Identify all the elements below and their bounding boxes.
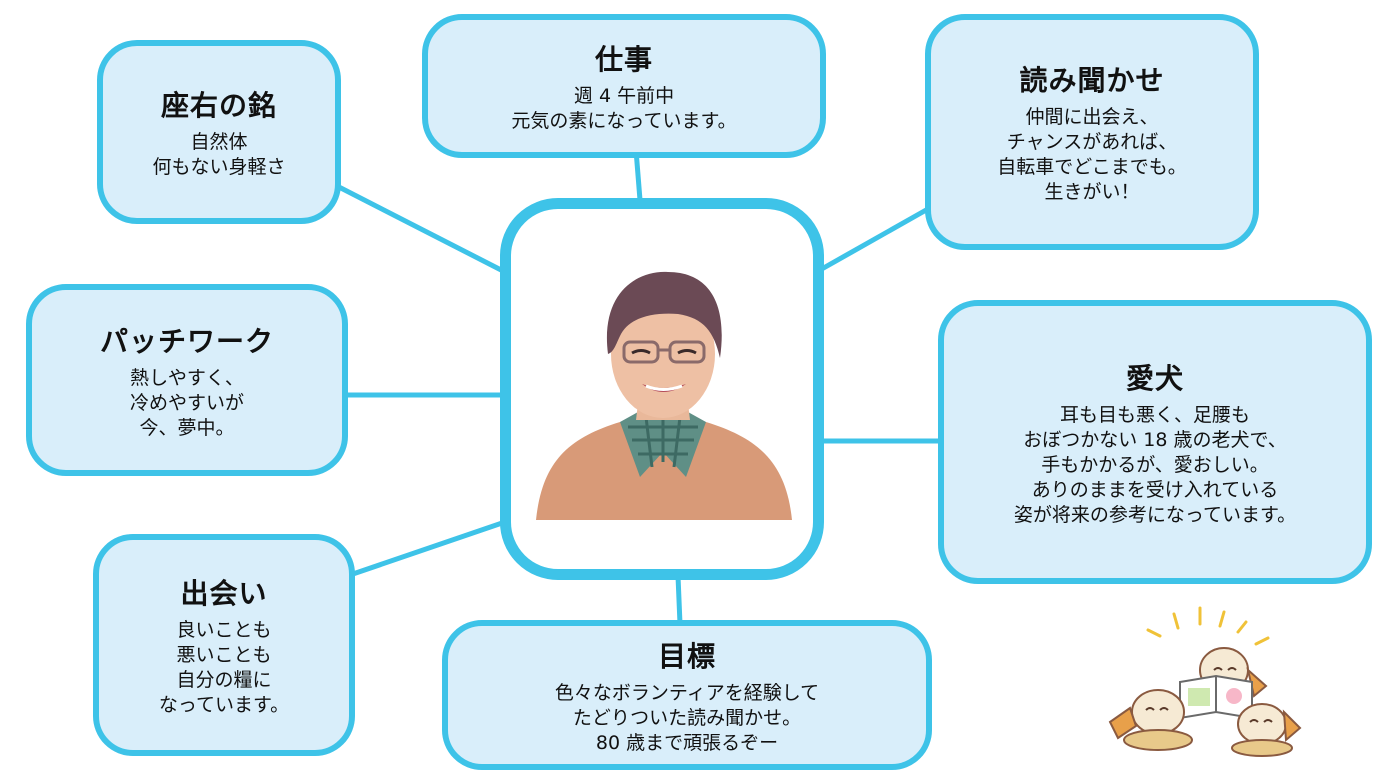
node-dog-line: 耳も目も悪く、足腰も [1059, 403, 1250, 426]
node-patchwork-line: 今、夢中。 [139, 416, 235, 439]
node-reading-title: 読み聞かせ [1019, 64, 1165, 97]
node-meeting-line: 悪いことも [176, 644, 272, 666]
node-patchwork: パッチワーク 熱しやすく、 冷めやすいが 今、夢中。 [26, 284, 348, 476]
node-reading-line: 仲間に出会え、 [1025, 106, 1159, 128]
node-goal-title: 目標 [657, 639, 716, 673]
node-dog-title: 愛犬 [1125, 361, 1184, 395]
node-dog-line: おぼつかない 18 歳の老犬で、 [1023, 428, 1287, 451]
connector-reading [818, 202, 937, 273]
node-goal: 目標 色々なボランティアを経験して たどりついた読み聞かせ。 80 歳まで頑張る… [442, 620, 932, 770]
node-work-line: 元気の素になっています。 [511, 110, 737, 132]
node-motto-line: 何もない身軽さ [152, 156, 286, 178]
node-goal-line: たどりついた読み聞かせ。 [572, 706, 802, 729]
node-work: 仕事 週 4 午前中 元気の素になっています。 [422, 14, 826, 158]
node-meeting-line: 良いことも [176, 619, 272, 641]
node-reading-line: 自転車でどこまでも。 [997, 156, 1187, 178]
node-work-title: 仕事 [594, 43, 653, 76]
node-meeting-title: 出会い [180, 577, 268, 610]
node-meeting-line: なっています。 [158, 694, 290, 716]
node-meeting: 出会い 良いことも 悪いことも 自分の糧に なっています。 [93, 534, 355, 756]
node-motto: 座右の銘 自然体 何もない身軽さ [97, 40, 341, 224]
connector-goal [675, 575, 683, 625]
node-patchwork-title: パッチワーク [99, 324, 274, 358]
connector-meeting [349, 519, 506, 578]
node-patchwork-line: 熱しやすく、 [130, 366, 244, 389]
node-reading-line: 生きがい！ [1044, 181, 1140, 203]
node-dog-line: 手もかかるが、愛おしい。 [1041, 453, 1269, 476]
node-goal-line: 80 歳まで頑張るぞー [595, 731, 779, 754]
node-motto-line: 自然体 [190, 131, 248, 153]
node-dog: 愛犬 耳も目も悪く、足腰も おぼつかない 18 歳の老犬で、 手もかかるが、愛お… [938, 300, 1372, 584]
node-reading: 読み聞かせ 仲間に出会え、 チャンスがあれば、 自転車でどこまでも。 生きがい！ [925, 14, 1259, 250]
mascot-reading-illustration [1108, 606, 1302, 757]
connector-motto [333, 182, 507, 275]
node-dog-line: ありのままを受け入れている [1031, 478, 1279, 501]
node-motto-title: 座右の銘 [160, 89, 277, 122]
node-dog-line: 姿が将来の参考になっています。 [1013, 503, 1297, 526]
connector-work [633, 149, 643, 201]
node-goal-line: 色々なボランティアを経験して [554, 681, 820, 704]
node-patchwork-line: 冷めやすいが [129, 391, 244, 414]
portrait-image [536, 271, 792, 520]
node-work-line: 週 4 午前中 [573, 85, 675, 107]
node-reading-line: チャンスがあれば、 [1006, 131, 1178, 153]
node-meeting-line: 自分の糧に [176, 669, 272, 691]
